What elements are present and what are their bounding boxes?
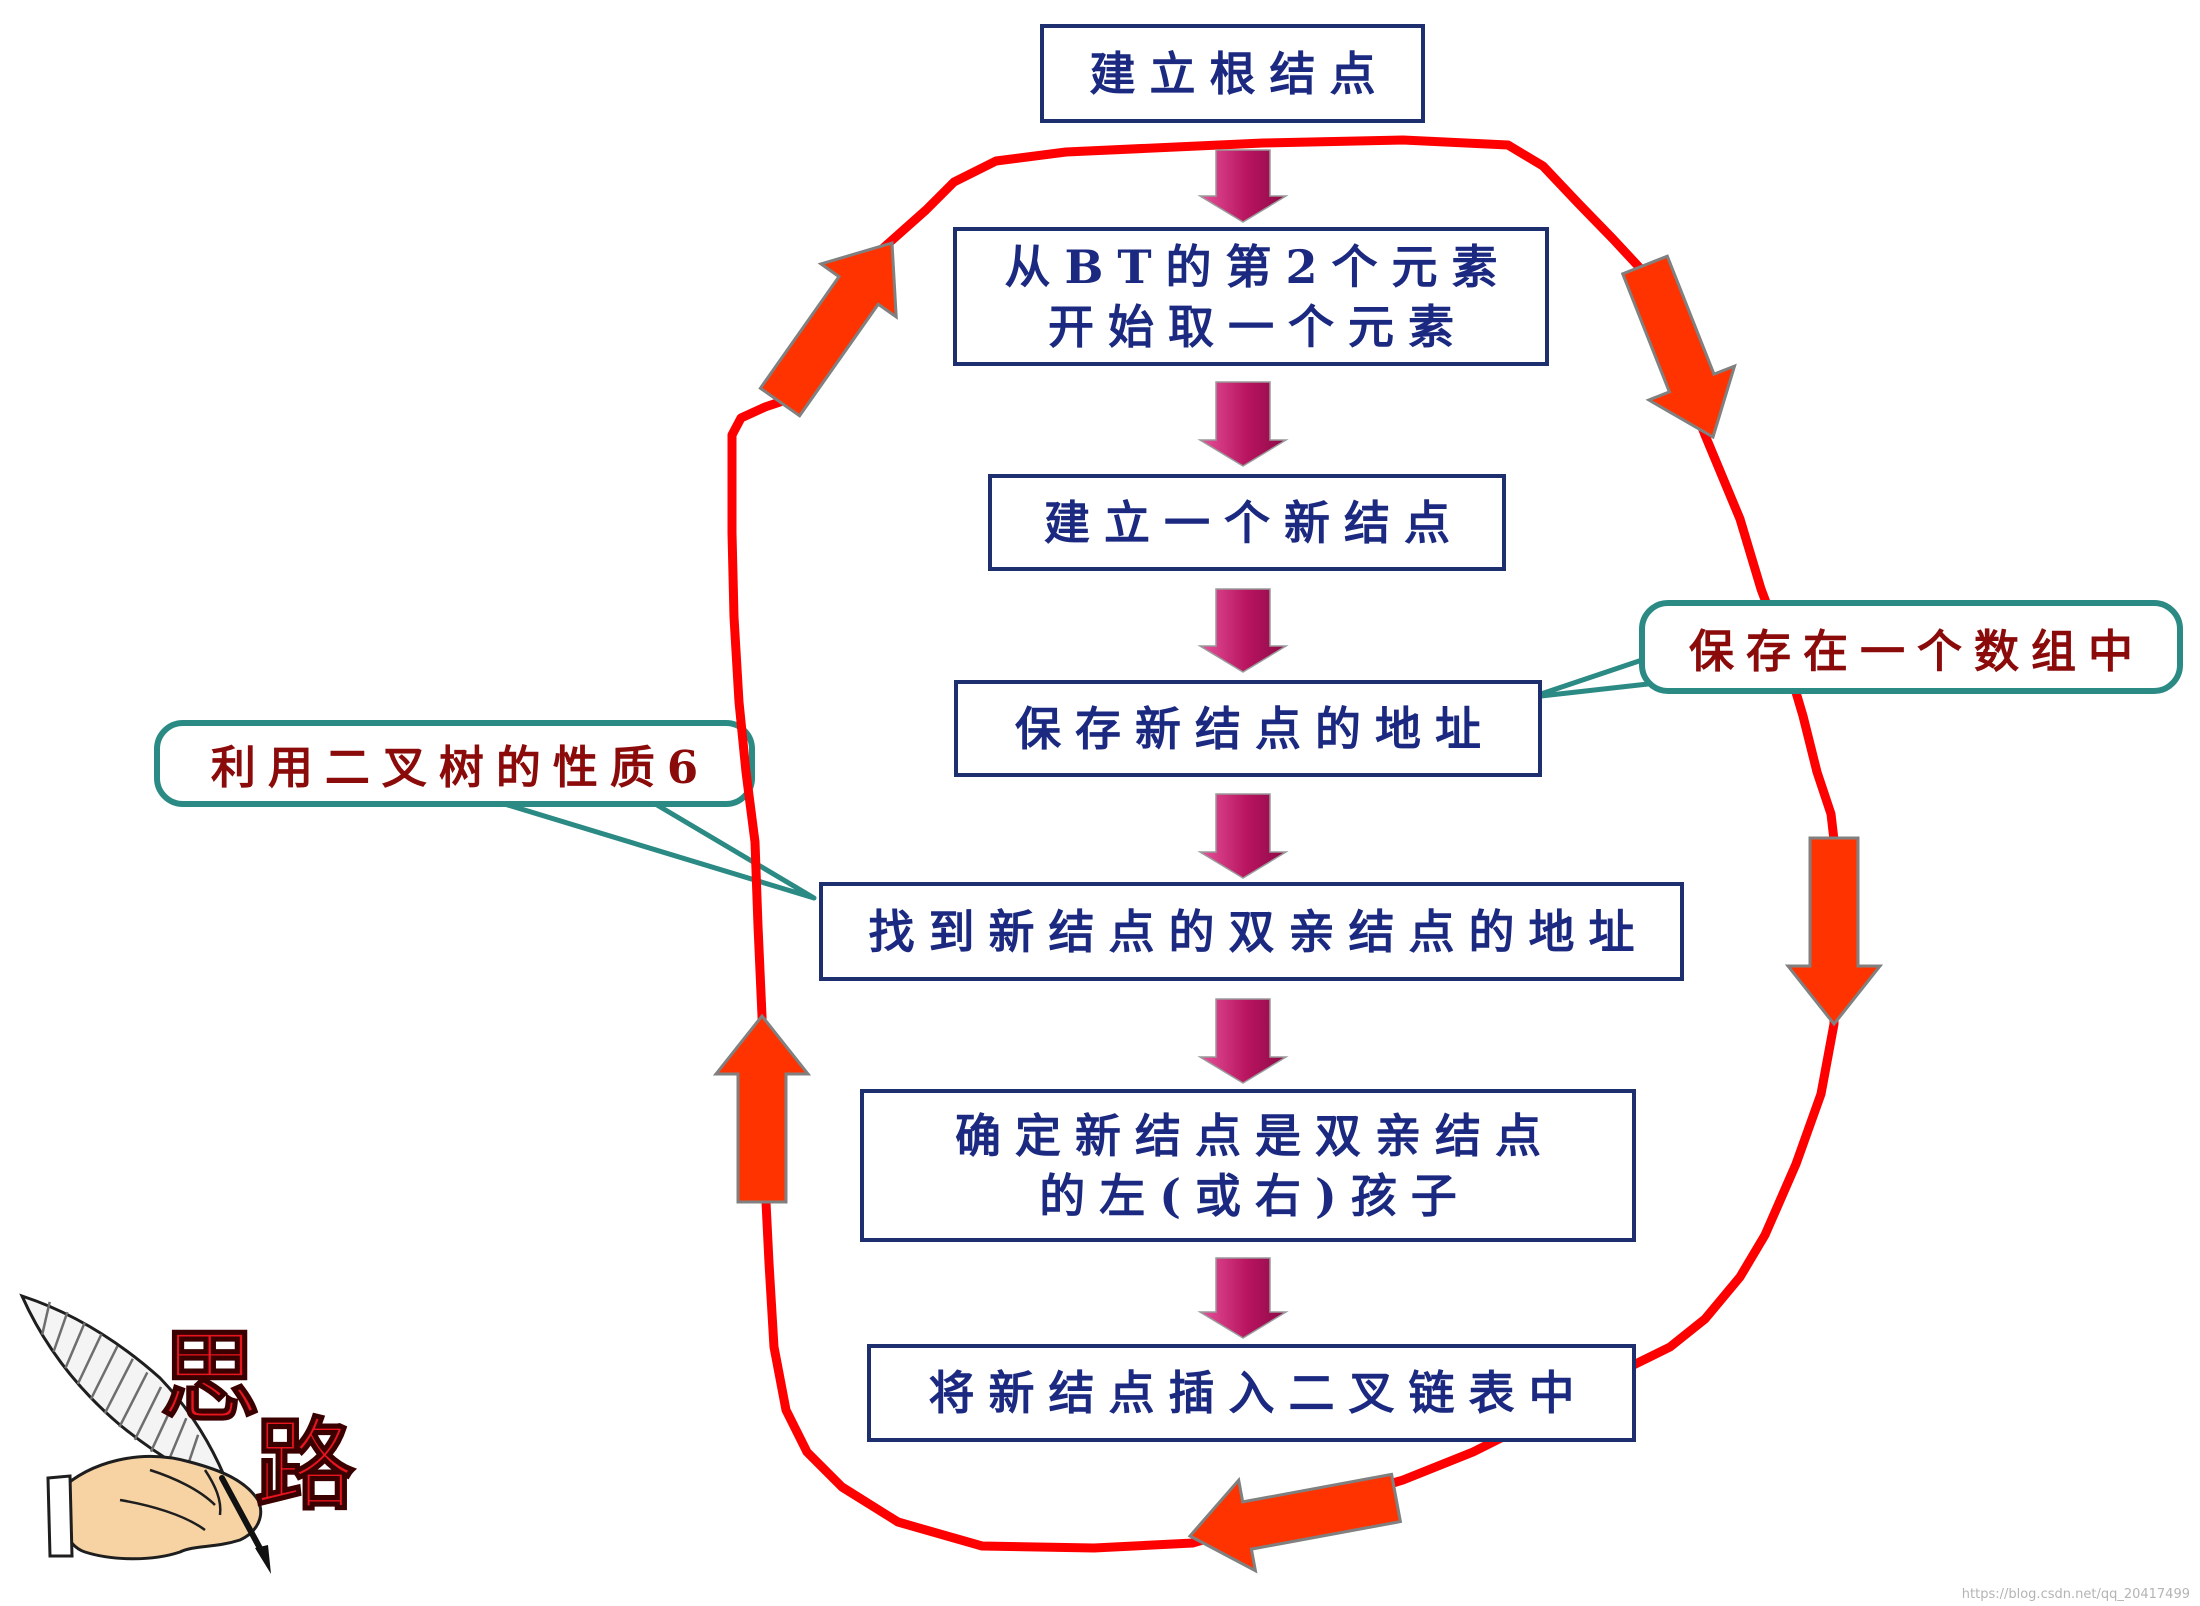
callout-array-tail (1532, 658, 1648, 697)
loop-arrow-upper-right (1623, 256, 1735, 437)
step-label: 将新结点插入二叉链表中 (915, 1363, 1589, 1423)
step-label: 建立根结点 (1076, 44, 1390, 104)
step-arrow-5-icon (1200, 999, 1286, 1083)
hand-icon (48, 1457, 261, 1559)
step-arrow-6-icon (1200, 1258, 1286, 1338)
callout-array-text: 保存在一个数组中 (1642, 603, 2180, 691)
step-arrow-1-icon (1200, 150, 1286, 222)
watermark: https://blog.csdn.net/qq_20417499 (1962, 1587, 2190, 1602)
step-label: 保存新结点的地址 (1001, 699, 1495, 759)
loop-arrow-upper-left (760, 243, 896, 416)
step-label: 的左(或右)孩子 (1025, 1166, 1471, 1226)
step-label: 开始取一个元素 (1034, 297, 1468, 357)
step-create-node: 建立一个新结点 (988, 474, 1506, 571)
step-take-element: 从BT的第2个元素 开始取一个元素 (953, 227, 1549, 366)
step-find-parent: 找到新结点的双亲结点的地址 (819, 882, 1684, 981)
title-char-lu: 路 (255, 1407, 356, 1524)
step-save-address: 保存新结点的地址 (954, 680, 1542, 777)
title-char-si: 思 (160, 1319, 260, 1436)
hand-shape (60, 1457, 261, 1559)
step-create-root: 建立根结点 (1040, 24, 1425, 123)
step-label: 找到新结点的双亲结点的地址 (855, 902, 1649, 962)
pen-nib (255, 1545, 271, 1574)
step-label: 确定新结点是双亲结点 (941, 1106, 1555, 1166)
step-insert-node: 将新结点插入二叉链表中 (867, 1344, 1636, 1442)
step-arrow-2-icon (1200, 382, 1286, 466)
step-label: 从BT的第2个元素 (990, 237, 1511, 297)
loop-arrow-left (716, 1016, 808, 1202)
hand-cuff (48, 1476, 72, 1556)
callout-property-tail (498, 802, 814, 898)
loop-arrow-bottom (1190, 1474, 1400, 1570)
step-label: 建立一个新结点 (1030, 493, 1464, 553)
step-arrow-3-icon (1200, 589, 1286, 672)
callout-property-text: 利用二叉树的性质6 (157, 723, 752, 804)
loop-arrow-right (1788, 838, 1880, 1024)
step-arrow-4-icon (1200, 794, 1286, 878)
step-determine-child: 确定新结点是双亲结点 的左(或右)孩子 (860, 1089, 1636, 1242)
